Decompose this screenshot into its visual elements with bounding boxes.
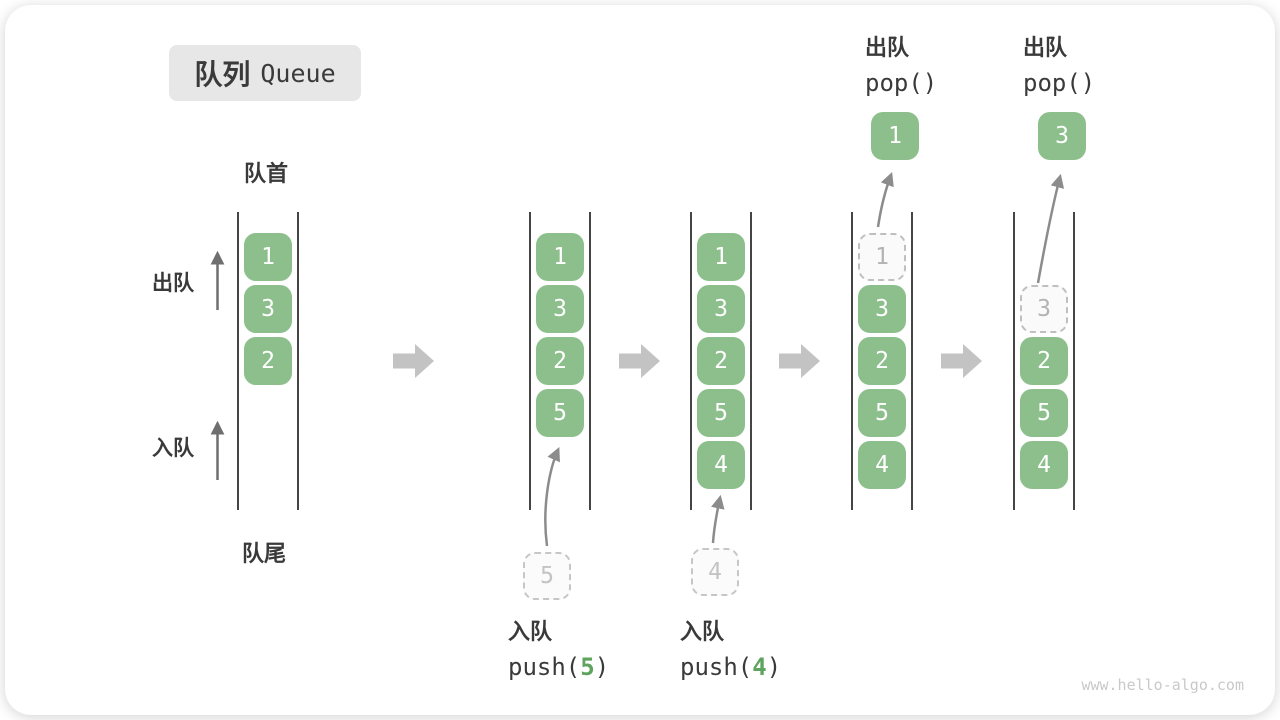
push5-op-label: 入队 push(5) [508,614,609,681]
queue-column-4 [851,212,913,510]
queue-cell: 4 [697,441,745,489]
pop2-op-label: 出队 pop() [1023,30,1095,97]
push5-op-code: push(5) [508,653,609,681]
push4-arg: 4 [752,653,767,681]
title-zh: 队列 [194,59,251,90]
push5-arg: 5 [580,653,595,681]
queue-cell: 3 [536,285,584,333]
arrows-overlay [210,171,1065,547]
queue-cell: 2 [1020,337,1068,385]
push4-fn-open: push( [680,653,753,681]
queue-cell: 1 [697,233,745,281]
queue-cell: 4 [858,441,906,489]
queue-cell: 4 [1020,441,1068,489]
diagram-card: 队列 Queue 队首 队尾 出队 入队 入队 push(5) 入队 push(… [5,5,1275,715]
state-transition-arrow-4 [941,344,982,378]
push5-fn-close: ) [594,653,610,681]
push4-op-label: 入队 push(4) [680,614,781,681]
pop1-op-code: pop() [865,69,938,97]
push5-op-zh: 入队 [508,619,553,644]
queue-cell: 5 [697,389,745,437]
pop2-op-zh: 出队 [1023,35,1068,60]
state-transition-arrow-1 [393,344,434,378]
pop1-op-zh: 出队 [865,35,910,60]
push4-fn-close: ) [766,653,782,681]
label-enqueue: 入队 [152,437,194,460]
label-queue-front: 队首 [244,161,289,186]
queue-cell: 5 [1020,389,1068,437]
push5-fn-open: push( [508,653,581,681]
queue-cell-dashed: 3 [1020,285,1068,333]
queue-cell: 3 [244,285,292,333]
title-box: 队列 Queue [169,45,361,101]
queue-column-1 [237,212,299,510]
popped-value-box: 1 [871,112,919,160]
queue-cell: 1 [536,233,584,281]
queue-column-5 [1013,212,1075,510]
queue-cell-dashed: 1 [858,233,906,281]
label-dequeue: 出队 [152,272,194,295]
queue-cell: 3 [697,285,745,333]
queue-cell: 2 [244,337,292,385]
label-queue-rear: 队尾 [242,541,287,566]
push4-op-zh: 入队 [680,619,725,644]
push4-op-code: push(4) [680,653,781,681]
queue-cell: 5 [858,389,906,437]
queue-column-2 [529,212,591,510]
watermark: www.hello-algo.com [1081,676,1244,694]
queue-cell: 3 [858,285,906,333]
queue-cell: 2 [697,337,745,385]
staged-value-box: 5 [523,552,571,600]
state-transition-arrow-3 [779,344,820,378]
queue-column-3 [690,212,752,510]
state-transition-arrow-2 [619,344,660,378]
title-en: Queue [260,58,336,88]
queue-cell: 2 [536,337,584,385]
queue-cell: 1 [244,233,292,281]
diagram-canvas: 队列 Queue 队首 队尾 出队 入队 入队 push(5) 入队 push(… [5,5,1275,715]
pop2-op-code: pop() [1023,69,1096,97]
staged-value-box: 4 [691,548,739,596]
queue-cell: 5 [536,389,584,437]
popped-value-box: 3 [1038,112,1086,160]
pop1-op-label: 出队 pop() [865,30,937,97]
queue-cell: 2 [858,337,906,385]
